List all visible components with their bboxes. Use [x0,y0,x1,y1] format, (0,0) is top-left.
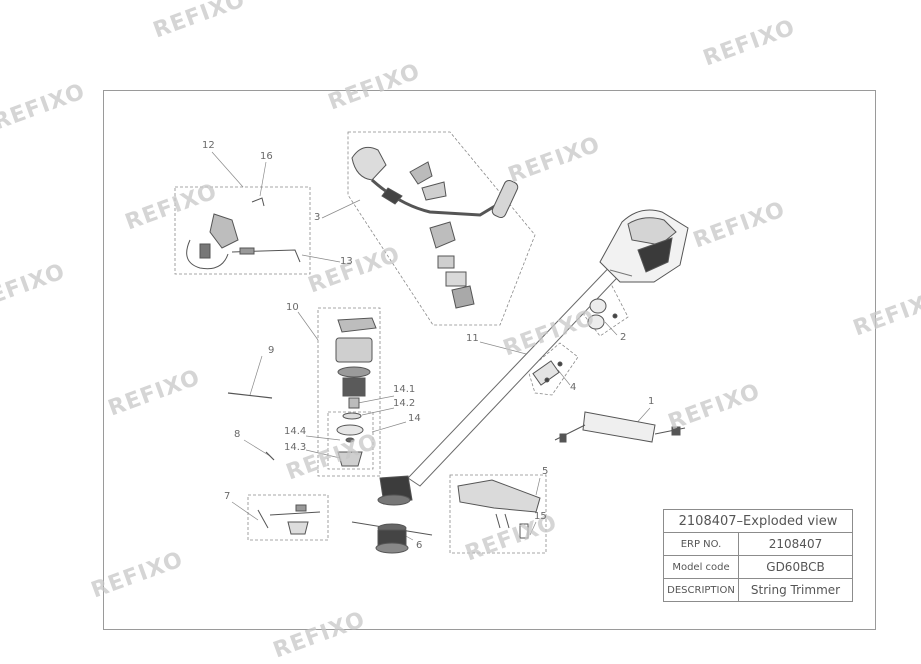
callout-label: 13 [340,256,353,267]
part-4-bracket [532,360,563,386]
callout-label: 3 [314,212,321,223]
row-key: ERP NO. [663,532,739,556]
group-box-14 [327,411,374,470]
part-2-clamp [587,298,618,330]
group-box-7 [247,494,329,541]
part-6-trimmer-head [351,521,433,554]
part-8-pin [265,451,275,461]
part-9-rod [227,392,273,399]
callout-label: 14.1 [393,384,416,395]
table-row: DESCRIPTION String Trimmer [663,578,853,602]
callout-label: 11 [466,333,479,344]
table-row: ERP NO. 2108407 [663,532,853,556]
callout-label: 16 [260,151,273,162]
callout-label: 10 [286,302,299,313]
group-box-3 [347,131,536,326]
callout-label: 4 [570,382,577,393]
callout-label: 9 [268,345,275,356]
drawing-frame [103,90,876,630]
part-10-gearbox [335,317,377,467]
part-5-guard [457,479,541,539]
row-value: 2108407 [738,532,853,556]
row-key: Model code [663,555,739,579]
callout-label: 8 [234,429,241,440]
row-key: DESCRIPTION [663,578,739,602]
callout-label: 14.3 [284,442,307,453]
callout-label: 15 [534,511,547,522]
callout-label: 14.2 [393,398,416,409]
table-row: Model code GD60BCB [663,555,853,579]
motor-housing [599,209,689,283]
part-1-shaft-section [554,411,686,443]
title-block-header-row: 2108407–Exploded view [663,509,853,533]
title-block-table: 2108407–Exploded view ERP NO. 2108407 Mo… [663,509,853,602]
main-shaft [407,255,633,487]
callout-label: 14.4 [284,426,307,437]
callout-label: 5 [542,466,549,477]
part-12-switch-wiring [186,197,301,270]
row-value: String Trimmer [738,578,853,602]
title-block-header: 2108407–Exploded view [663,509,853,533]
group-box-4 [527,342,579,396]
part-7-blade-kit [257,504,321,535]
part-3-handle [351,146,519,309]
callout-label: 7 [224,491,231,502]
callout-label: 12 [202,140,215,151]
group-box-5 [449,474,547,554]
callout-label: 14 [408,413,421,424]
row-value: GD60BCB [738,555,853,579]
gear-head [377,475,413,506]
group-box-12 [174,186,311,275]
callout-label: 2 [620,332,627,343]
callout-label: 6 [416,540,423,551]
group-box-10 [317,307,381,477]
callout-label: 1 [648,396,655,407]
